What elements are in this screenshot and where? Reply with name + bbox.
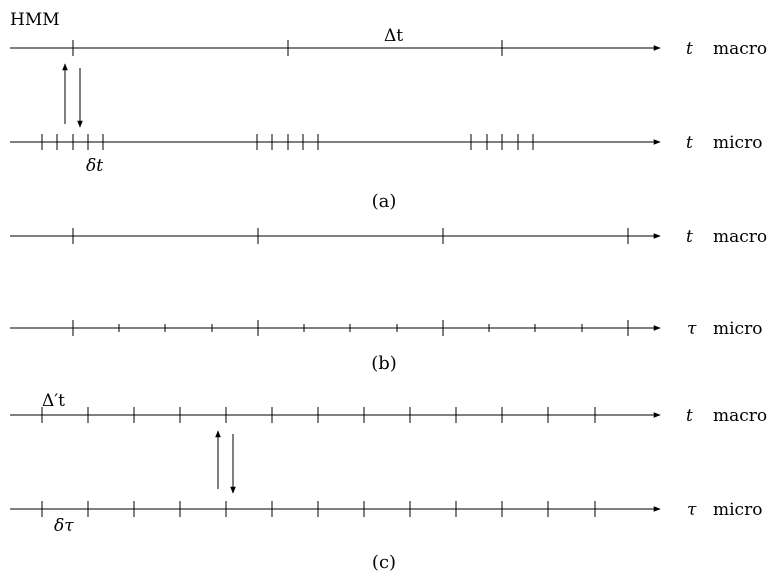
panel-a-macro-scale: macro	[713, 39, 767, 59]
diagram-title: HMM	[10, 10, 60, 30]
panel-b-caption: (b)	[371, 353, 397, 374]
panel-c-micro-ticks	[41, 501, 596, 517]
panel-c-macro-var: t	[686, 406, 693, 426]
panel-c-micro-step-label: δτ	[54, 516, 74, 536]
panel-a-micro-var: t	[686, 133, 693, 153]
panel-b-micro-var: τ	[687, 319, 697, 339]
panel-c-caption: (c)	[372, 552, 396, 573]
panel-a: Δt t macro δt t micro (a)	[10, 26, 767, 212]
panel-a-macro-step-label: Δt	[384, 26, 403, 46]
panel-b-micro-scale: micro	[713, 319, 762, 339]
panel-c: Δ′t t macro	[10, 391, 767, 573]
panel-c-macro-ticks	[41, 407, 596, 423]
panel-c-macro-scale: macro	[713, 406, 767, 426]
panel-b-macro-var: t	[686, 227, 693, 247]
panel-a-micro-step-label: δt	[86, 156, 103, 176]
panel-a-macro-ticks	[72, 40, 503, 56]
panel-b-macro-ticks	[72, 228, 629, 244]
panel-c-micro-scale: micro	[713, 500, 762, 520]
panel-a-micro-scale: micro	[713, 133, 762, 153]
panel-b: t macro τ micro (b)	[10, 227, 767, 374]
panel-a-micro-ticks	[41, 134, 534, 150]
panel-c-macro-step-label: Δ′t	[42, 391, 65, 411]
panel-a-caption: (a)	[372, 191, 397, 212]
panel-a-macro-var: t	[686, 39, 693, 59]
panel-c-micro-var: τ	[687, 500, 697, 520]
panel-b-macro-scale: macro	[713, 227, 767, 247]
panel-b-micro-ticks	[72, 320, 629, 336]
